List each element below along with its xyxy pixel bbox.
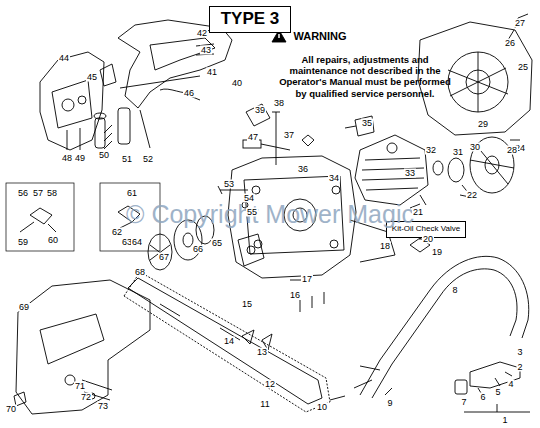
callout-number: 41	[206, 68, 218, 77]
callout-number: 2	[516, 363, 523, 372]
callout-number: 26	[504, 39, 516, 48]
watermark: © Copyright Mower Magic	[126, 202, 414, 227]
callout-number: 65	[211, 239, 223, 248]
callout-number: 13	[256, 348, 268, 357]
callout-number: 51	[121, 155, 133, 164]
callout-number: 12	[264, 380, 276, 389]
callout-number: 18	[379, 242, 391, 251]
callout-number: 1	[501, 416, 508, 425]
callout-number: 40	[231, 79, 243, 88]
callout-number: 3	[516, 348, 523, 357]
callout-number: 48	[61, 154, 73, 163]
callout-number: 49	[74, 154, 86, 163]
callout-number: 68	[134, 268, 146, 277]
callout-number: 25	[517, 63, 529, 72]
callout-number: 52	[142, 155, 154, 164]
callout-number: 54	[243, 194, 255, 203]
callout-number: 47	[247, 133, 259, 142]
callout-number: 9	[386, 399, 393, 408]
callout-number: 46	[183, 89, 195, 98]
callout-number: 36	[297, 165, 309, 174]
callout-number: 42	[196, 29, 208, 38]
callout-number: 69	[18, 303, 30, 312]
callout-number: 59	[17, 238, 29, 247]
callout-number: 11	[259, 400, 270, 409]
callout-number: 38	[273, 99, 285, 108]
callout-number: 73	[97, 402, 109, 411]
callout-number: 56	[17, 189, 29, 198]
callout-number: 60	[47, 236, 59, 245]
callout-number: 35	[361, 119, 373, 128]
callout-number: 64	[131, 238, 143, 247]
callout-number: 19	[431, 248, 443, 257]
callout-number: 58	[46, 189, 58, 198]
callout-number: 43	[200, 46, 212, 55]
callout-number: 61	[126, 189, 138, 198]
callout-number: 27	[514, 19, 526, 28]
type-box: TYPE 3	[209, 6, 291, 33]
callout-number: 8	[451, 286, 458, 295]
callout-number: 4	[507, 380, 514, 389]
callout-number: 39	[254, 106, 266, 115]
callout-number: 55	[246, 208, 258, 217]
callout-number: 50	[98, 151, 110, 160]
box-text: TYPE 3	[210, 9, 290, 29]
warning-note: All repairs, adjustments and maintenance…	[279, 54, 451, 99]
callout-number: 57	[32, 189, 44, 198]
callout-number: 14	[223, 337, 235, 346]
callout-number: 32	[425, 146, 437, 155]
callout-number: 72	[80, 393, 92, 402]
callout-number: 17	[301, 275, 313, 284]
callout-number: 53	[223, 180, 235, 189]
callout-number: 30	[469, 143, 481, 152]
callout-number: 66	[192, 245, 204, 254]
callout-number: 67	[158, 253, 170, 262]
callout-number: 22	[466, 191, 478, 200]
callout-number: 29	[477, 120, 489, 129]
callout-number: 16	[289, 291, 301, 300]
callout-number: 7	[460, 398, 467, 407]
callout-number: 62	[111, 228, 123, 237]
callout-number: 21	[412, 208, 424, 217]
callout-number: 10	[316, 403, 328, 412]
callout-number: 45	[86, 73, 98, 82]
callout-number: 20	[422, 235, 434, 244]
callout-number: 71	[74, 382, 86, 391]
callout-number: 44	[58, 54, 70, 63]
callout-number: 37	[283, 131, 295, 140]
callout-number: 28	[506, 146, 518, 155]
callout-number: 70	[5, 405, 17, 414]
callout-number: 15	[241, 300, 253, 309]
warning-heading: WARNING	[293, 31, 346, 42]
callout-number: 33	[404, 169, 416, 178]
callout-number: 5	[494, 388, 501, 397]
callout-number: 31	[452, 148, 464, 157]
callout-number: 34	[328, 174, 340, 183]
callout-number: 6	[479, 393, 486, 402]
